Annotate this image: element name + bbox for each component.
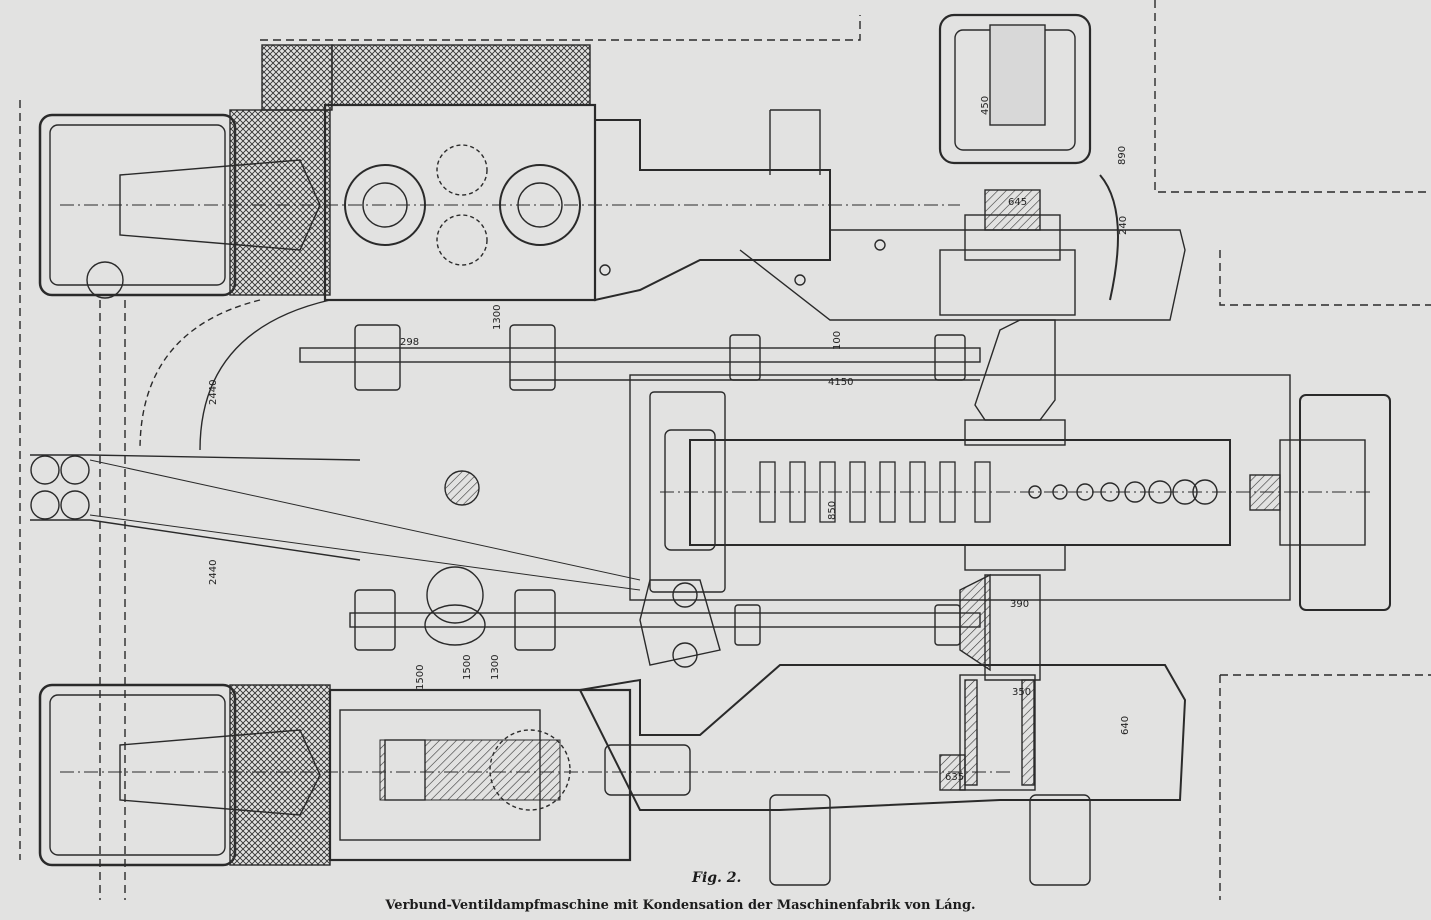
- dim-crank-450: 450: [980, 96, 991, 115]
- dim-frame-2440-bottom: 2440: [208, 560, 219, 585]
- dim-valve-1500-right: 1500: [462, 655, 473, 680]
- dim-crank-pin-bottom: 635: [945, 772, 964, 783]
- dim-shaft-1300: 1300: [492, 305, 503, 330]
- dim-condenser-850: 850: [827, 501, 838, 520]
- main-bearing-top: [938, 13, 1119, 421]
- air-pump: [1279, 394, 1391, 611]
- dim-crank-640: 640: [1120, 716, 1131, 735]
- dim-shaft-298: 298: [400, 337, 419, 348]
- crosshead-guide-top: [594, 109, 1186, 321]
- dim-crank-240: 240: [1118, 216, 1129, 235]
- dim-valve-1300: 1300: [490, 655, 501, 680]
- dim-shaft-4150: 4150: [828, 377, 853, 388]
- valve-shafts: [299, 324, 981, 668]
- figure-caption: Verbund-Ventildampfmaschine mit Kondensa…: [385, 898, 976, 913]
- crosshead-guide-bottom: [578, 573, 1187, 886]
- figure-label: Fig. 2.: [692, 870, 742, 886]
- dim-shaft-350: 350: [1012, 687, 1031, 698]
- dim-frame-2440-top: 2440: [208, 380, 219, 405]
- hp-cylinder-top: [38, 44, 960, 302]
- dim-shaft-390: 390: [1010, 599, 1029, 610]
- lp-cylinder-bottom: [38, 683, 1010, 867]
- dim-shaft-100: 100: [832, 331, 843, 350]
- eccentric-gear: [30, 299, 641, 591]
- dim-crank-pin-top: 645: [1008, 197, 1027, 208]
- dim-valve-1500-left: 1500: [415, 665, 426, 690]
- dim-crank-890: 890: [1117, 146, 1128, 165]
- condenser: [629, 374, 1370, 601]
